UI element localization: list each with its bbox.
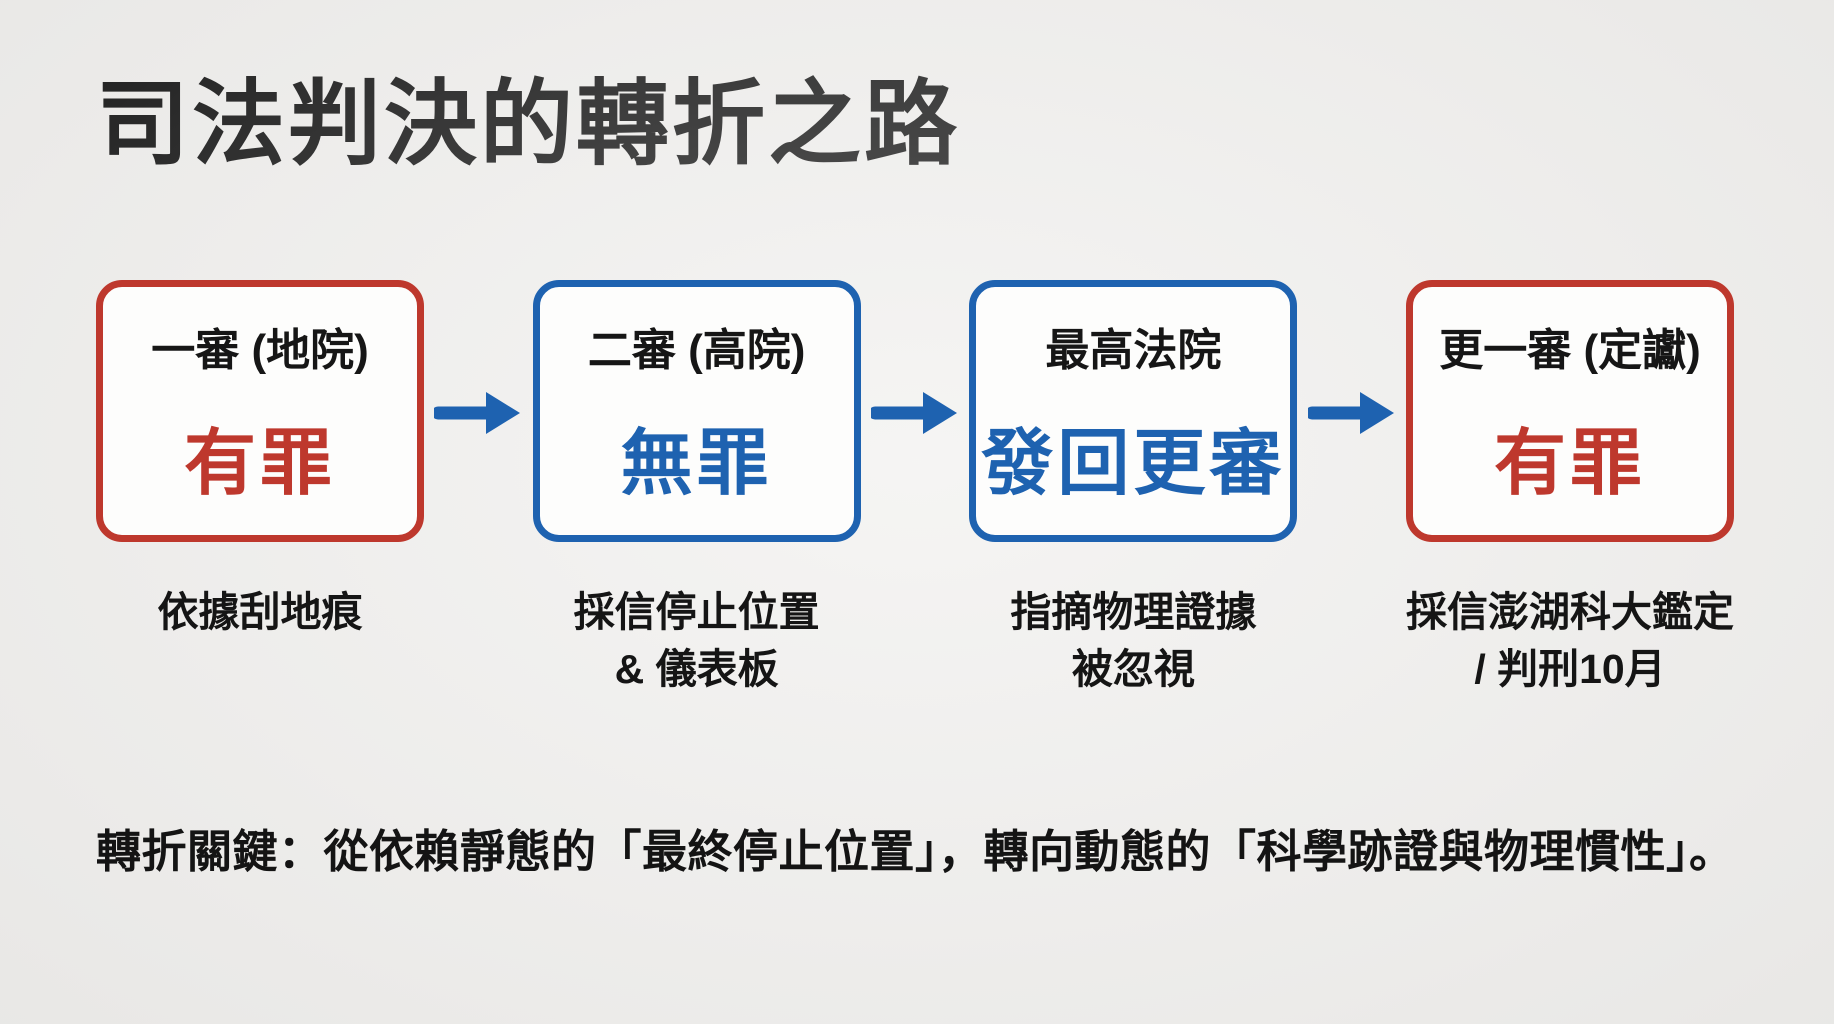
page-title: 司法判決的轉折之路 xyxy=(96,72,960,176)
verdict-text: 無罪 xyxy=(620,423,773,504)
flow-step-supreme-court: 最高法院 發回更審 指摘物理證據 被忽視 xyxy=(969,280,1298,697)
caption-line: / 判刑10月 xyxy=(1474,645,1666,692)
court-box-retrial: 更一審 (定讞) 有罪 xyxy=(1406,280,1735,543)
court-box-first-trial: 一審 (地院) 有罪 xyxy=(96,280,424,543)
flow-step-first-trial: 一審 (地院) 有罪 依據刮地痕 xyxy=(96,280,424,641)
caption-line: 採信停止位置 xyxy=(573,589,820,636)
right-arrow-icon xyxy=(434,392,521,435)
right-arrow-icon xyxy=(1307,392,1394,435)
court-label: 最高法院 xyxy=(1045,325,1222,375)
verdict-text: 發回更審 xyxy=(981,423,1286,504)
verdict-text: 有罪 xyxy=(183,423,336,504)
caption-line: 被忽視 xyxy=(1071,645,1195,692)
right-arrow-icon xyxy=(871,392,957,435)
caption-line: 指摘物理證據 xyxy=(1010,589,1257,636)
flow-step-second-trial: 二審 (高院) 無罪 採信停止位置 & 儀表板 xyxy=(532,280,861,697)
caption-line: 依據刮地痕 xyxy=(157,589,363,636)
court-box-second-trial: 二審 (高院) 無罪 xyxy=(532,280,861,543)
court-label: 一審 (地院) xyxy=(151,325,369,375)
caption-line: & 儀表板 xyxy=(614,645,779,692)
flow-arrow xyxy=(861,386,970,440)
step-caption: 採信停止位置 & 儀表板 xyxy=(574,584,820,697)
flow-step-retrial: 更一審 (定讞) 有罪 採信澎湖科大鑑定 / 判刑10月 xyxy=(1406,280,1735,697)
verdict-text: 有罪 xyxy=(1494,423,1647,504)
step-caption: 指摘物理證據 被忽視 xyxy=(1010,584,1256,697)
court-label: 更一審 (定讞) xyxy=(1439,325,1701,375)
step-caption: 採信澎湖科大鑑定 / 判刑10月 xyxy=(1406,584,1734,697)
step-caption: 依據刮地痕 xyxy=(158,584,363,641)
court-box-supreme-court: 最高法院 發回更審 xyxy=(969,280,1298,543)
flow-arrow xyxy=(1297,386,1406,440)
court-label: 二審 (高院) xyxy=(587,325,806,375)
verdict-flow-diagram: 一審 (地院) 有罪 依據刮地痕 二審 (高院) 無罪 採信停止位置 & 儀表板 xyxy=(96,280,1735,697)
key-takeaway-note: 轉折關鍵：從依賴靜態的「最終停止位置」，轉向動態的「科學跡證與物理慣性」。 xyxy=(96,826,1735,878)
caption-line: 採信澎湖科大鑑定 xyxy=(1406,589,1735,636)
flow-arrow xyxy=(424,386,533,440)
